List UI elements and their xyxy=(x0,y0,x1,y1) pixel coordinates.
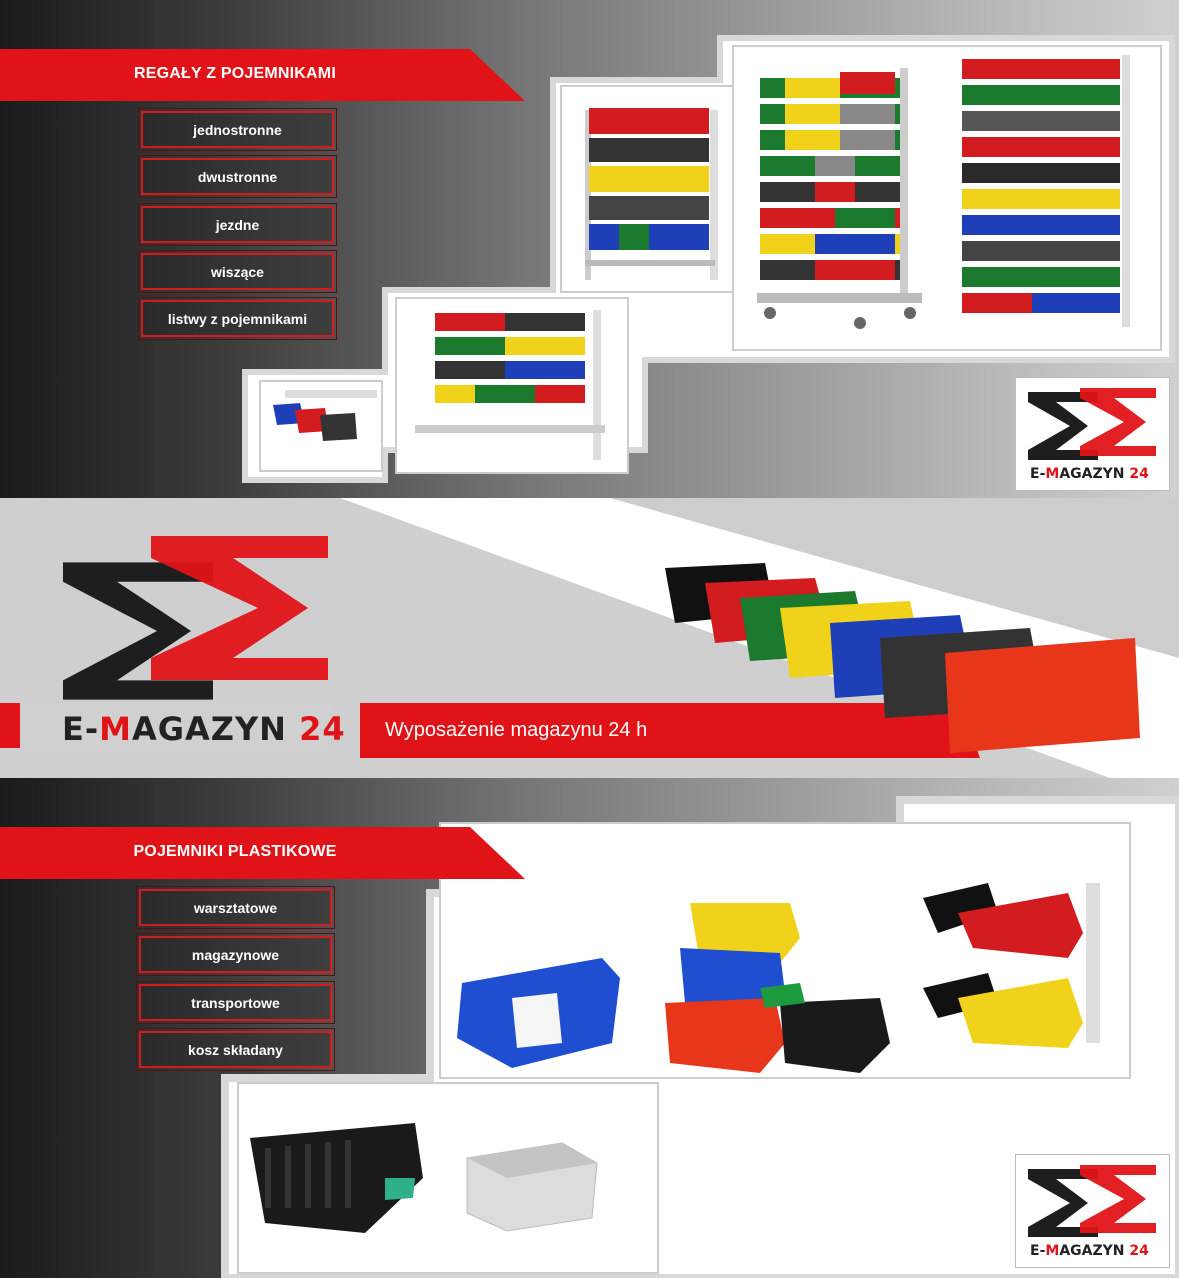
wall-rack-image[interactable] xyxy=(960,55,1135,330)
stacked-bins-image[interactable] xyxy=(660,893,900,1078)
menu-item-wiszace[interactable]: wiszące xyxy=(138,250,337,293)
brand-logo-icon xyxy=(1028,1165,1156,1237)
single-sided-rack-image[interactable] xyxy=(405,305,620,470)
menu-item-transportowe[interactable]: transportowe xyxy=(136,981,335,1024)
brand-logo-icon xyxy=(1028,388,1156,460)
double-sided-rack-image[interactable] xyxy=(575,100,725,290)
racks-heading: REGAŁY Z POJEMNIKAMI xyxy=(134,65,336,82)
blue-bin-image[interactable] xyxy=(452,943,627,1073)
transport-box-image[interactable] xyxy=(462,1133,602,1233)
brand-name-small-bottom: E-MAGAZYN 24 xyxy=(1030,1243,1149,1259)
mobile-rack-image[interactable] xyxy=(755,68,925,333)
wall-bins-image[interactable] xyxy=(918,873,1113,1053)
brand-name-large: E-MAGAZYN 24 xyxy=(62,710,346,748)
strip-bins-image[interactable] xyxy=(265,385,380,465)
banner-tagline: Wyposażenie magazynu 24 h xyxy=(385,719,648,741)
racks-section: REGAŁY Z POJEMNIKAMI jednostronne dwustr… xyxy=(0,0,1179,498)
brand-logo-large-icon[interactable] xyxy=(63,536,333,706)
racks-heading-ribbon: REGAŁY Z POJEMNIKAMI xyxy=(0,49,525,101)
menu-item-kosz-skladany[interactable]: kosz składany xyxy=(136,1028,335,1071)
brand-name-small: E-MAGAZYN 24 xyxy=(1030,466,1149,482)
menu-item-warsztatowe[interactable]: warsztatowe xyxy=(136,886,335,929)
bins-row-image[interactable] xyxy=(655,553,1145,763)
menu-item-jednostronne[interactable]: jednostronne xyxy=(138,108,337,151)
bins-heading-ribbon: POJEMNIKI PLASTIKOWE xyxy=(0,827,525,879)
menu-item-dwustronne[interactable]: dwustronne xyxy=(138,155,337,198)
folding-crate-image[interactable] xyxy=(245,1118,425,1243)
bins-heading: POJEMNIKI PLASTIKOWE xyxy=(133,843,337,860)
bins-section: POJEMNIKI PLASTIKOWE warsztatowe magazyn… xyxy=(0,778,1179,1278)
brand-logo-small-bottom[interactable]: E-MAGAZYN 24 xyxy=(1015,1154,1170,1268)
brand-logo-small[interactable]: E-MAGAZYN 24 xyxy=(1015,377,1170,491)
menu-item-magazynowe[interactable]: magazynowe xyxy=(136,933,335,976)
menu-item-listwy[interactable]: listwy z pojemnikami xyxy=(138,297,337,340)
menu-item-jezdne[interactable]: jezdne xyxy=(138,203,337,246)
banner-section: E-MAGAZYN 24 Wyposażenie magazynu 24 h xyxy=(0,498,1179,778)
